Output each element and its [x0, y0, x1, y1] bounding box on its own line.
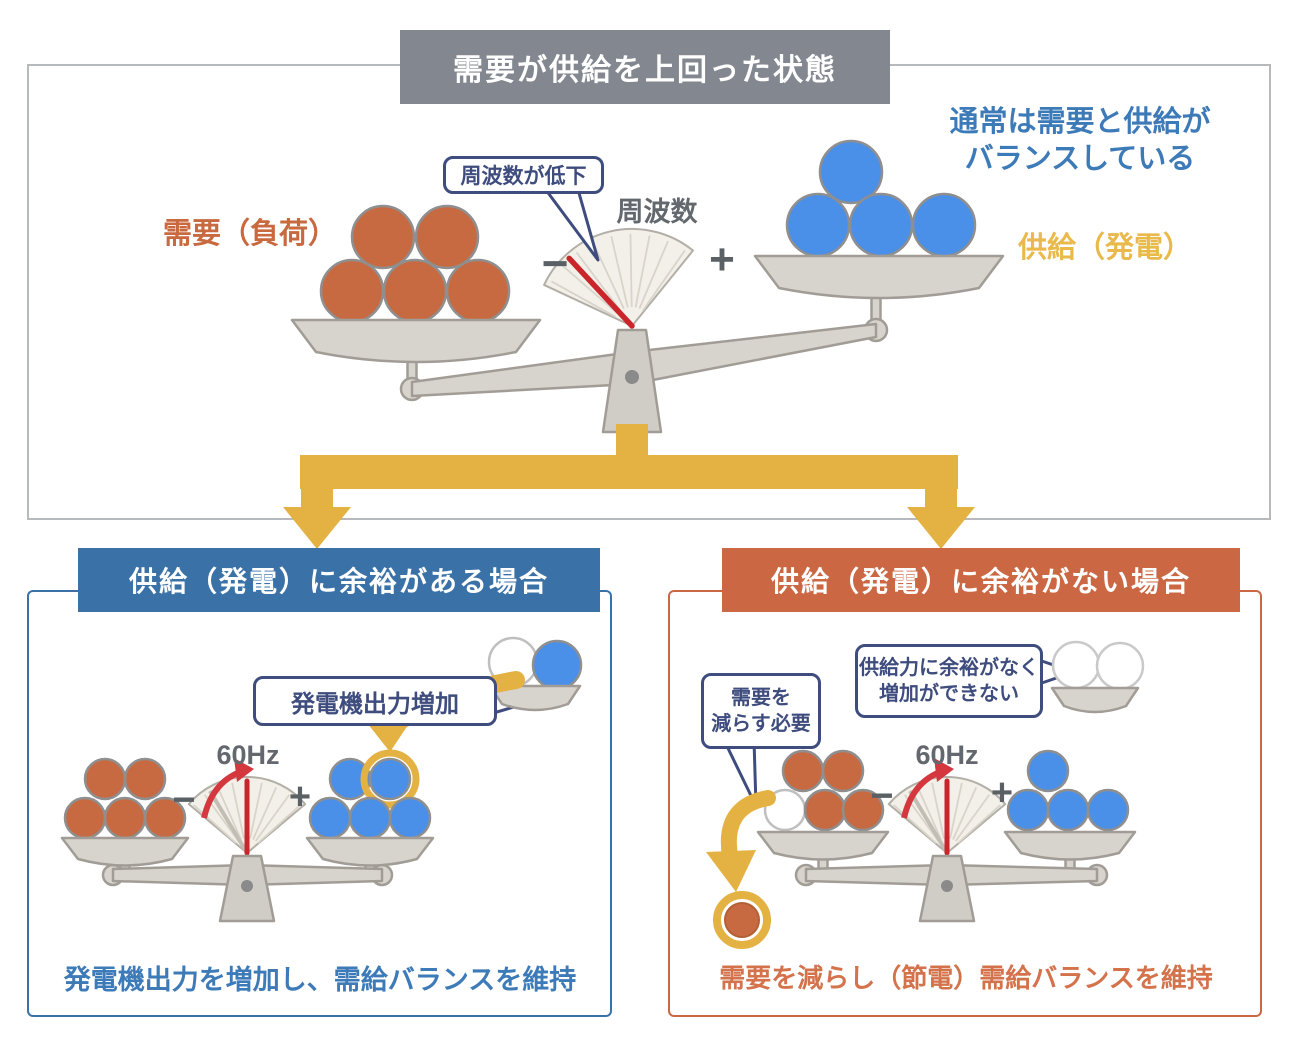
frequency-drop-callout: 周波数が低下 — [443, 156, 604, 194]
remove-demand-arrow — [706, 790, 776, 892]
right-panel-conclusion: 需要を減らし（節電）需給バランスを維持 — [719, 963, 1213, 993]
left-panel-conclusion: 発電機出力を増加し、需給バランスを維持 — [63, 965, 577, 995]
supply-balls — [308, 749, 432, 840]
supply-balls — [1006, 749, 1130, 832]
frequency-gauge-60hz — [887, 758, 1007, 856]
added-ball-highlight — [360, 749, 420, 809]
supply-pan — [305, 836, 435, 867]
minus-sign: − — [870, 774, 894, 818]
demand-pan — [756, 830, 890, 861]
demand-label: 需要（負荷） — [162, 218, 337, 250]
scale-pivot — [241, 880, 253, 892]
scale-pivot — [941, 880, 953, 892]
no-supply-margin-panel-title: 供給（発電）に余裕がない場合 — [722, 548, 1240, 612]
frequency-gauge-60hz — [187, 758, 307, 856]
top-balance-scale — [290, 139, 1005, 434]
demand-pan — [290, 318, 542, 364]
frequency-label: 周波数 — [616, 197, 698, 227]
reduce-demand-line2: 減らす必要 — [711, 713, 811, 735]
demand-balls — [63, 757, 187, 840]
balance-note-line1: 通常は需要と供給が — [949, 106, 1211, 138]
supply-label: 供給（発電） — [1017, 232, 1192, 264]
supply-pan — [753, 254, 1005, 300]
plus-sign: + — [288, 776, 312, 818]
demand-balls — [319, 204, 511, 324]
increase-output-callout-text: 発電機出力増加 — [291, 690, 459, 718]
yellow-flow-arrows — [283, 424, 975, 549]
no-supply-margin-callout: 供給力に余裕がなく 増加ができない — [855, 644, 1043, 718]
gauge-value-60hz: 60Hz — [915, 740, 979, 770]
reduce-demand-callout: 需要を 減らす必要 — [701, 673, 821, 749]
frequency-drop-callout-text: 周波数が低下 — [460, 165, 587, 188]
empty-reserve-pan — [1050, 640, 1145, 714]
no-supply-margin-line1: 供給力に余裕がなく — [859, 657, 1039, 679]
gauge-value-60hz: 60Hz — [216, 740, 280, 770]
supply-balls — [785, 139, 977, 258]
minus-sign: − — [172, 778, 196, 822]
supply-margin-panel-title: 供給（発電）に余裕がある場合 — [78, 548, 600, 612]
needle-recovery-arrow — [901, 769, 942, 819]
gauge-needle — [566, 255, 635, 329]
plus-sign: + — [990, 772, 1014, 814]
demand-pan — [60, 836, 190, 867]
removed-demand-ball — [713, 891, 771, 949]
demand-balls — [763, 749, 885, 832]
needle-recovery-arrow — [201, 769, 242, 819]
no-supply-margin-line2: 増加ができない — [879, 683, 1019, 705]
reduce-demand-line1: 需要を — [731, 687, 791, 709]
right-balance-scale — [706, 640, 1145, 949]
left-balance-scale — [60, 636, 583, 923]
increase-output-callout: 発電機出力増加 — [253, 676, 497, 726]
balance-note-line2: バランスしている — [964, 143, 1196, 175]
balance-note: 通常は需要と供給が バランスしている — [870, 104, 1290, 178]
scale-pivot — [625, 370, 639, 384]
supply-pan — [1003, 830, 1137, 861]
top-panel-title: 需要が供給を上回った状態 — [400, 30, 890, 104]
minus-sign: − — [541, 237, 569, 289]
frequency-gauge — [543, 227, 694, 329]
plus-sign: + — [709, 235, 735, 284]
